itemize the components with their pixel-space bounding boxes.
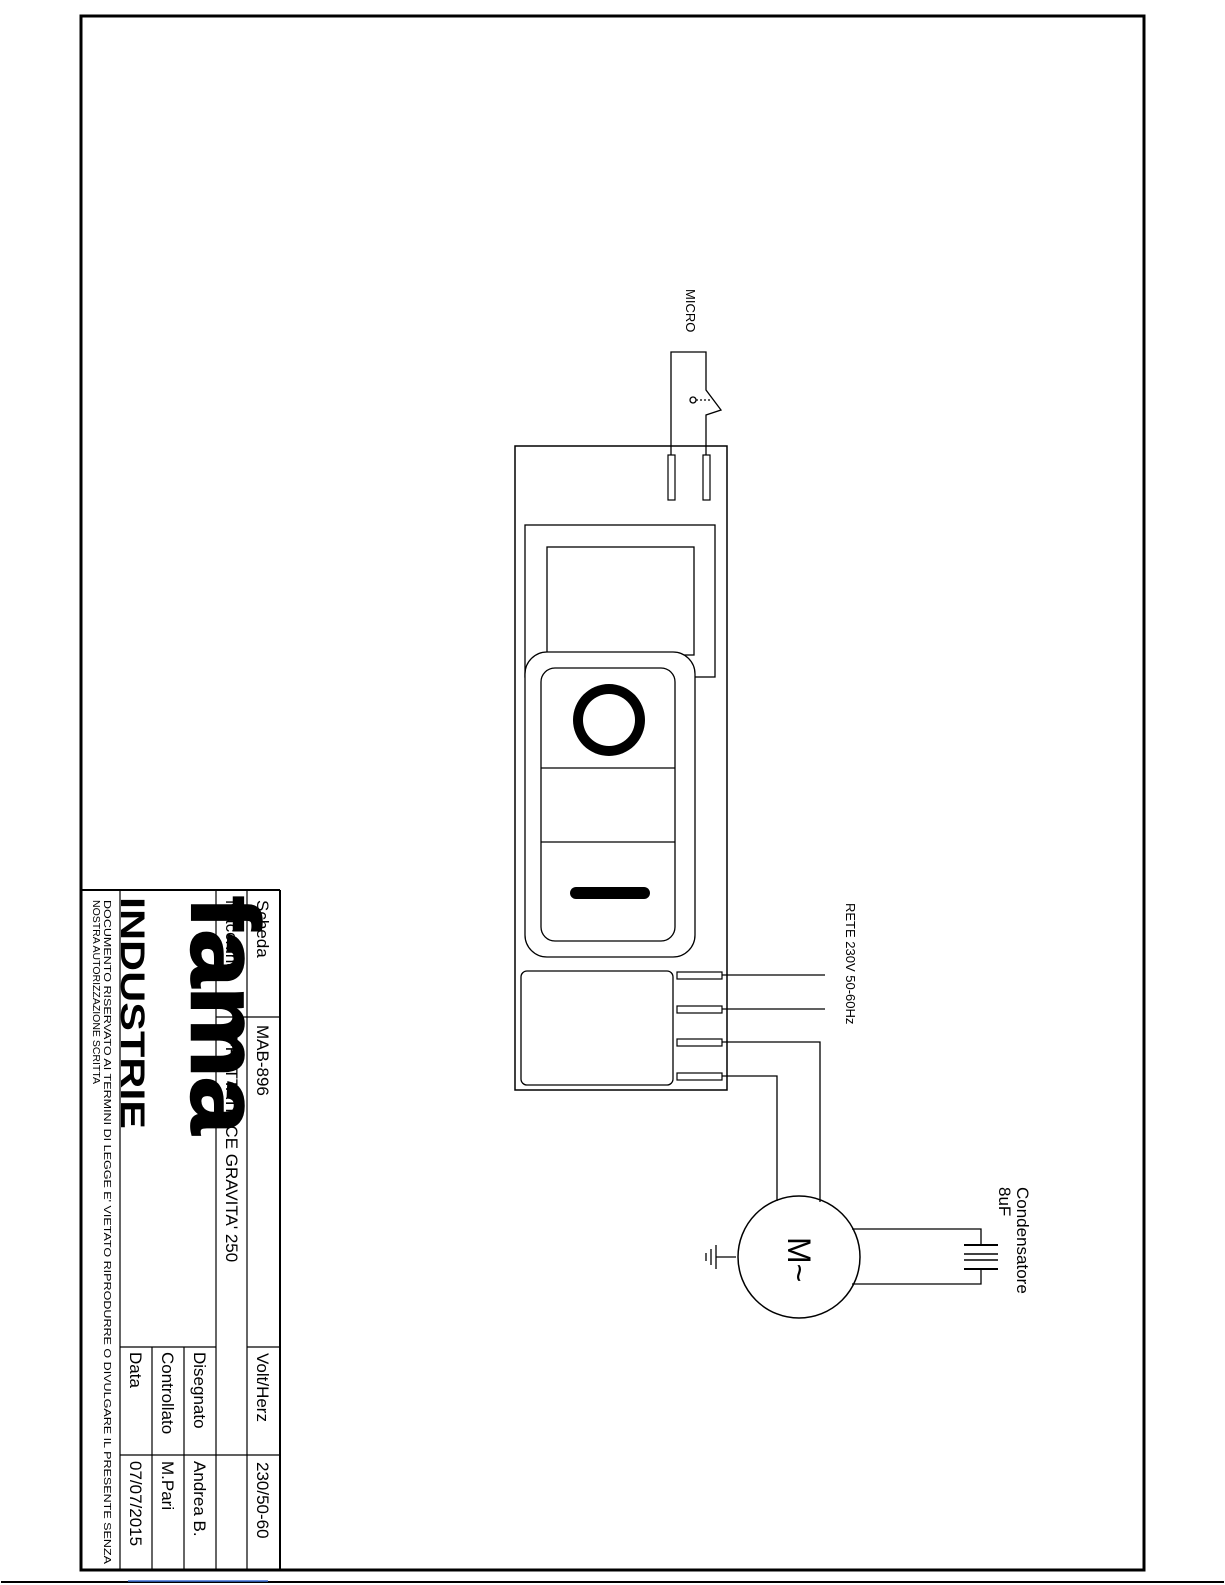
- disegnato-label: Disegnato: [190, 1352, 209, 1429]
- micro-connector-1: [667, 454, 676, 501]
- board-button-panel: [524, 651, 696, 958]
- motor-label: M~: [781, 1237, 817, 1282]
- motor-connector-2: [676, 1072, 723, 1081]
- motor-connector-1: [676, 1038, 723, 1047]
- controllato-label: Controllato: [158, 1352, 177, 1434]
- macchina-label: Macchina: [222, 900, 241, 973]
- volt-value: 230/50-60: [253, 1462, 272, 1539]
- wires: [705, 974, 998, 1285]
- micro-label: MICRO: [683, 289, 698, 332]
- board-relay-window: [546, 546, 695, 656]
- controllato-value: M.Pari: [158, 1461, 177, 1510]
- stop-button-bar-icon: [570, 887, 650, 899]
- industrie-brand: INDUSTRIE: [113, 897, 151, 1129]
- data-label: Data: [126, 1352, 145, 1388]
- disclaimer-line-2: NOSTRA AUTORIZZAZIONE SCRITTA: [90, 900, 102, 1084]
- disclaimer-line-1: DOCUMENTO RISERVATO AI TERMINI DI LEGGE …: [101, 900, 113, 1564]
- data-value: 07/07/2015: [126, 1461, 145, 1546]
- rete-connector-2: [676, 1005, 723, 1014]
- condensatore-label: Condensatore: [1013, 1187, 1032, 1294]
- sheet-border: [79, 14, 1146, 1572]
- control-board: [514, 445, 728, 1091]
- scheda-label: Scheda: [253, 900, 272, 958]
- micro-switch: [670, 351, 723, 455]
- condensatore-value: 8uF: [995, 1187, 1014, 1216]
- rete-connector-1: [676, 971, 723, 980]
- micro-connector-2: [702, 454, 711, 501]
- rete-label: RETE 230V 50-60Hz: [843, 903, 858, 1024]
- title-block: [81, 889, 281, 1570]
- board-terminal-block: [520, 970, 674, 1086]
- volt-label: Volt/Herz: [253, 1353, 272, 1422]
- macchina-value: AFFETTATRICE GRAVITA' 250: [222, 1025, 241, 1262]
- scheda-value: MAB-896: [253, 1025, 272, 1096]
- motor-symbol: [737, 1195, 861, 1319]
- fama-logo: fama: [171, 896, 278, 1135]
- disegnato-value: Andrea B.: [190, 1461, 209, 1537]
